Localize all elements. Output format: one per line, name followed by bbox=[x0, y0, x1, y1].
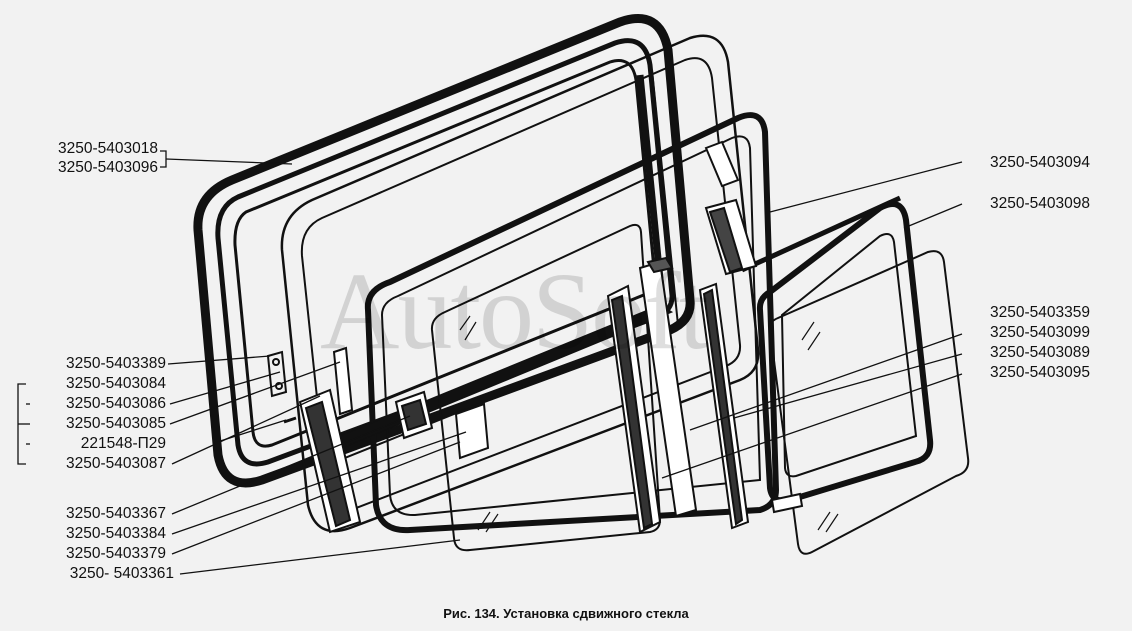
label-3250-5403361: 3250- 5403361 bbox=[69, 565, 174, 582]
label-3250-5403098: 3250-5403098 bbox=[990, 195, 1090, 212]
label-3250-5403018: 3250-5403018 bbox=[58, 140, 158, 157]
sliding-glass-front bbox=[430, 223, 662, 552]
label-3250-5403084: 3250-5403084 bbox=[66, 375, 166, 392]
label-3250-5403367: 3250-5403367 bbox=[66, 505, 166, 522]
figure-caption: Рис. 134. Установка сдвижного стекла bbox=[443, 606, 689, 621]
label-3250-5403384: 3250-5403384 bbox=[66, 525, 166, 542]
label-3250-5403086: 3250-5403086 bbox=[66, 395, 166, 412]
leader-lines bbox=[17, 150, 963, 575]
label-3250-5403389: 3250-5403389 bbox=[66, 355, 166, 372]
outer-frame bbox=[280, 34, 760, 533]
label-3250-5403099: 3250-5403099 bbox=[990, 324, 1090, 341]
label-3250-5403085: 3250-5403085 bbox=[66, 415, 166, 432]
label-221548-p29: 221548-П29 bbox=[80, 435, 166, 452]
outer-rubber-seal bbox=[193, 14, 695, 488]
fasteners-and-brackets bbox=[266, 346, 804, 514]
label-3250-5403094: 3250-5403094 bbox=[990, 154, 1090, 171]
label-3250-5403095: 3250-5403095 bbox=[990, 364, 1090, 381]
label-3250-5403089: 3250-5403089 bbox=[990, 344, 1090, 361]
guide-channels bbox=[298, 140, 758, 534]
label-3250-5403379: 3250-5403379 bbox=[66, 545, 166, 562]
label-3250-5403087: 3250-5403087 bbox=[66, 455, 166, 472]
label-3250-5403359: 3250-5403359 bbox=[990, 304, 1090, 321]
label-3250-5403096: 3250-5403096 bbox=[58, 159, 158, 176]
sliding-glass-rear bbox=[740, 195, 970, 555]
